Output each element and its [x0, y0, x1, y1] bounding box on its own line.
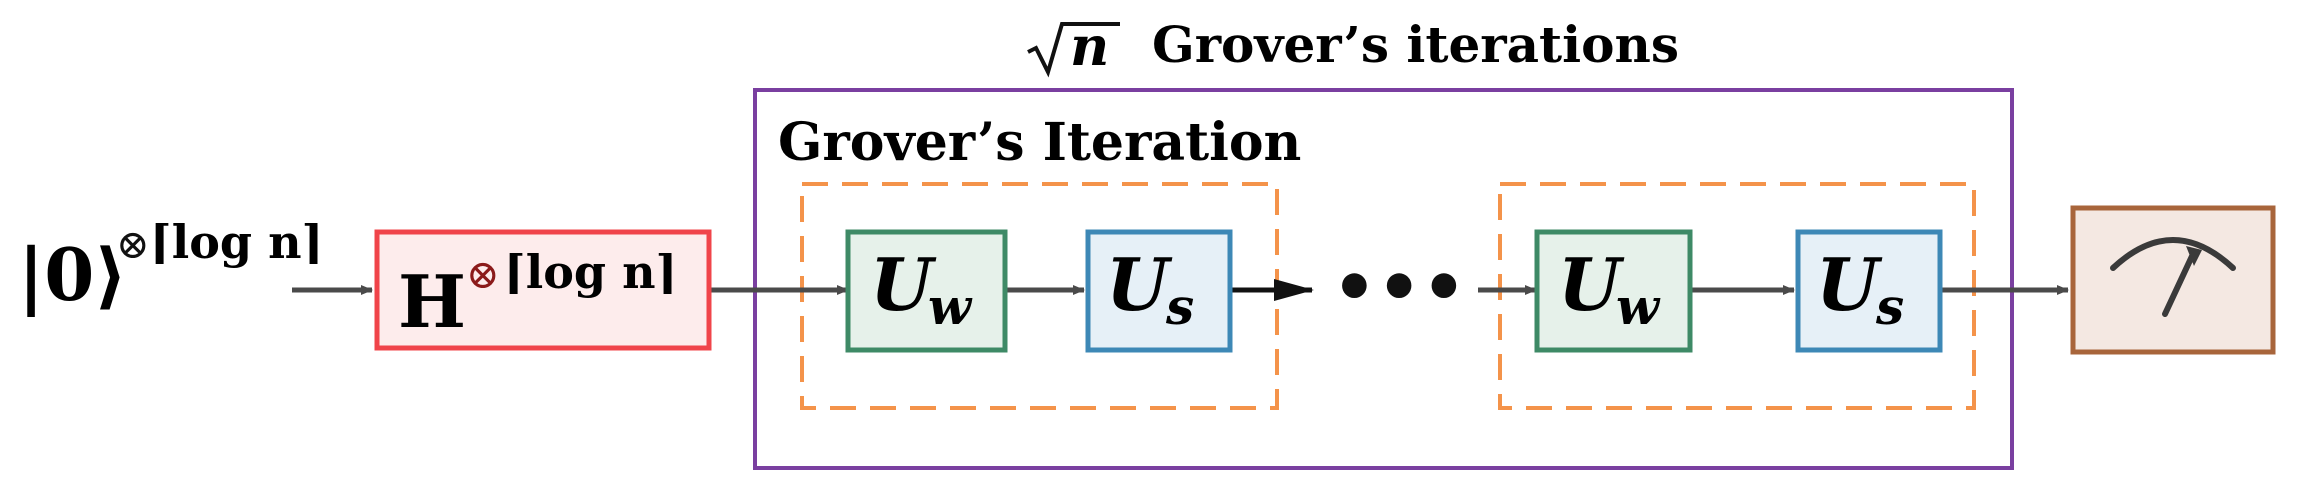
- iteration-group-2: [1498, 182, 1976, 410]
- oracle-2-base: U: [1558, 242, 1625, 327]
- sqrt-symbol: [1027, 22, 1120, 78]
- hadamard-exponent: ⌈log n⌉: [504, 245, 677, 299]
- oracle-2-subscript: w: [1616, 277, 1661, 336]
- hadamard-base: H: [398, 259, 466, 344]
- outer-iterations-box: [753, 88, 2014, 470]
- oracle-gate-1: U w: [845, 229, 1008, 353]
- input-exponent: ⌈log n⌉: [150, 215, 323, 269]
- hadamard-gate: H ⊗ ⌈log n⌉: [374, 229, 712, 351]
- diffuser-2-base: U: [1816, 242, 1883, 327]
- sqrt-argument: n: [1070, 14, 1109, 78]
- diffuser-gate-2: U s: [1795, 229, 1943, 353]
- oracle-1-subscript: w: [928, 277, 973, 336]
- ellipsis: •••: [1332, 246, 1466, 329]
- input-state: |0⟩ ⊗ ⌈log n⌉: [18, 215, 323, 317]
- inner-title: Grover’s Iteration: [778, 112, 1301, 173]
- meter-icon: [2110, 237, 2236, 317]
- oracle-1-base: U: [870, 242, 937, 327]
- oracle-gate-2: U w: [1534, 229, 1693, 353]
- diffuser-1-subscript: s: [1165, 277, 1194, 336]
- input-tensor: ⊗: [116, 222, 150, 268]
- measurement-gate: [2070, 205, 2276, 355]
- iteration-group-1: [800, 182, 1279, 410]
- diffuser-2-subscript: s: [1875, 277, 1904, 336]
- outer-title: n Grover’s iterations: [1027, 14, 1679, 78]
- input-ket: |0⟩: [18, 232, 127, 317]
- diffuser-gate-1: U s: [1085, 229, 1233, 353]
- hadamard-tensor: ⊗: [466, 252, 500, 298]
- diffuser-1-base: U: [1106, 242, 1173, 327]
- outer-title-text: Grover’s iterations: [1152, 15, 1679, 74]
